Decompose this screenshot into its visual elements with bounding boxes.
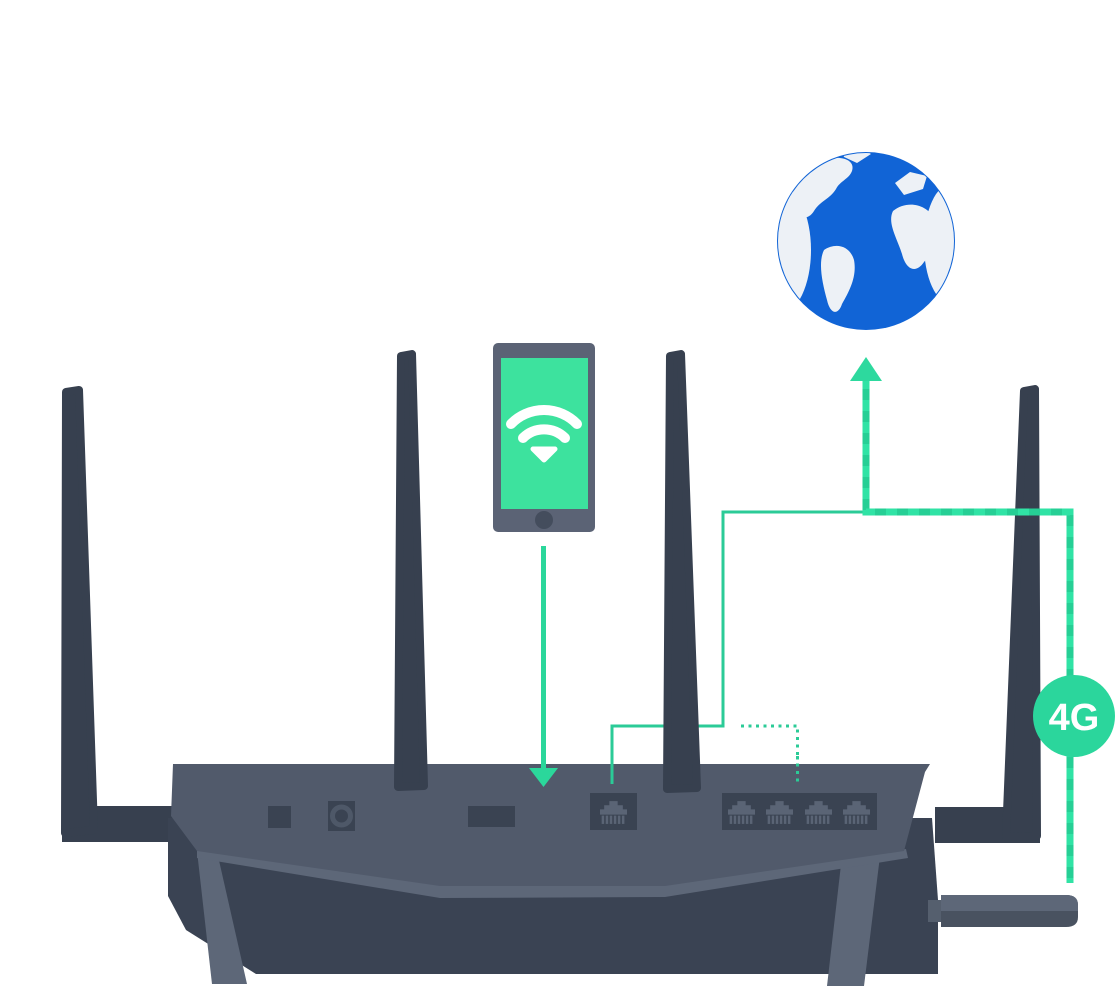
lan-ports-icon bbox=[722, 793, 877, 830]
port-line-stubs bbox=[610, 756, 799, 784]
arrow-down-icon bbox=[529, 768, 558, 787]
usb-modem-icon bbox=[928, 895, 1078, 927]
lan-line-dotted bbox=[741, 724, 799, 760]
router-ports bbox=[268, 793, 877, 831]
4g-badge-circle bbox=[1033, 675, 1115, 757]
arrow-up-icon bbox=[850, 357, 882, 381]
modem-connector bbox=[928, 900, 942, 922]
globe-continents bbox=[778, 153, 954, 314]
router-left-foot bbox=[197, 851, 247, 984]
phone-to-router-arrow bbox=[529, 546, 558, 787]
antenna-icon-4 bbox=[1002, 385, 1041, 841]
antenna-icon-2 bbox=[394, 350, 428, 791]
4g-badge-label: 4G bbox=[1049, 697, 1100, 739]
wan-line-solid bbox=[610, 510, 866, 760]
phone-home-button bbox=[535, 511, 553, 529]
smartphone-icon bbox=[493, 343, 595, 532]
antenna-icon-1 bbox=[61, 386, 98, 837]
usb-slot-icon bbox=[468, 806, 515, 827]
wan-connection-line bbox=[610, 510, 866, 760]
reset-button-icon bbox=[268, 806, 291, 828]
router-right-foot bbox=[827, 856, 880, 986]
antennas bbox=[61, 350, 1041, 841]
globe-icon bbox=[777, 152, 955, 330]
antenna-icon-3 bbox=[663, 350, 701, 793]
wan-port-icon bbox=[590, 793, 637, 830]
router-trim-stripe bbox=[197, 849, 908, 898]
4g-badge: 4G bbox=[1033, 675, 1115, 757]
wifi-icon bbox=[506, 405, 582, 463]
power-port-icon bbox=[328, 801, 355, 831]
modem-body-highlight bbox=[941, 895, 1078, 911]
